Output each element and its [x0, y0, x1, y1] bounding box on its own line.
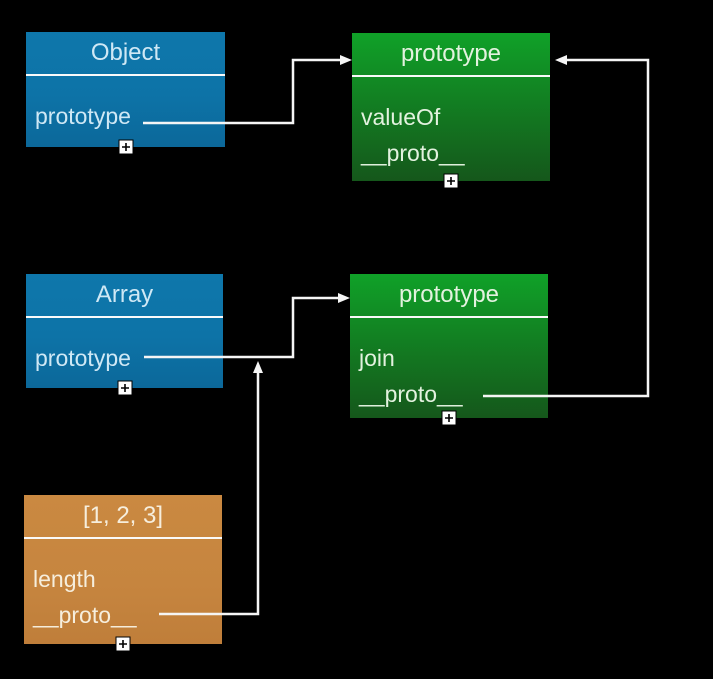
plus-icon	[120, 384, 129, 392]
field-length: length	[33, 566, 96, 592]
node-object-constructor: Object prototype	[26, 32, 225, 155]
node-array-constructor: Array prototype	[26, 274, 223, 396]
node-title: Object	[26, 32, 225, 76]
instance-proto-to-array-prototype-arrowhead	[253, 361, 263, 373]
field-proto: __proto__	[33, 602, 137, 628]
field-proto: __proto__	[359, 381, 463, 407]
expand-handle-icon[interactable]	[118, 139, 133, 155]
node-title: prototype	[350, 274, 548, 318]
expand-handle-icon[interactable]	[443, 173, 459, 189]
node-array-instance: [1, 2, 3] length __proto__	[24, 495, 222, 652]
expand-handle-icon[interactable]	[115, 636, 131, 652]
field-prototype: prototype	[35, 103, 131, 129]
node-fields: prototype	[26, 318, 223, 376]
node-object-prototype: prototype valueOf __proto__	[352, 33, 550, 189]
node-fields: length __proto__	[24, 539, 222, 633]
node-title: prototype	[352, 33, 550, 77]
node-fields: join __proto__	[350, 318, 548, 412]
expand-handle-icon[interactable]	[117, 380, 132, 396]
plus-icon	[445, 414, 453, 422]
node-title: [1, 2, 3]	[24, 495, 222, 539]
field-prototype: prototype	[35, 345, 131, 371]
field-proto: __proto__	[361, 140, 465, 166]
plus-icon	[447, 177, 455, 185]
array-prototype-to-prototype-box-arrowhead	[338, 293, 350, 303]
field-join: join	[359, 345, 395, 371]
expand-handle-icon[interactable]	[441, 410, 457, 426]
array-prototype-proto-to-object-prototype-arrowhead	[555, 55, 567, 65]
node-array-prototype: prototype join __proto__	[350, 274, 548, 426]
node-title: Array	[26, 274, 223, 318]
plus-icon	[121, 143, 130, 151]
node-fields: valueOf __proto__	[352, 77, 550, 171]
node-fields: prototype	[26, 76, 225, 134]
object-prototype-to-prototype-box-arrowhead	[340, 55, 352, 65]
field-valueOf: valueOf	[361, 104, 441, 130]
plus-icon	[119, 640, 127, 648]
